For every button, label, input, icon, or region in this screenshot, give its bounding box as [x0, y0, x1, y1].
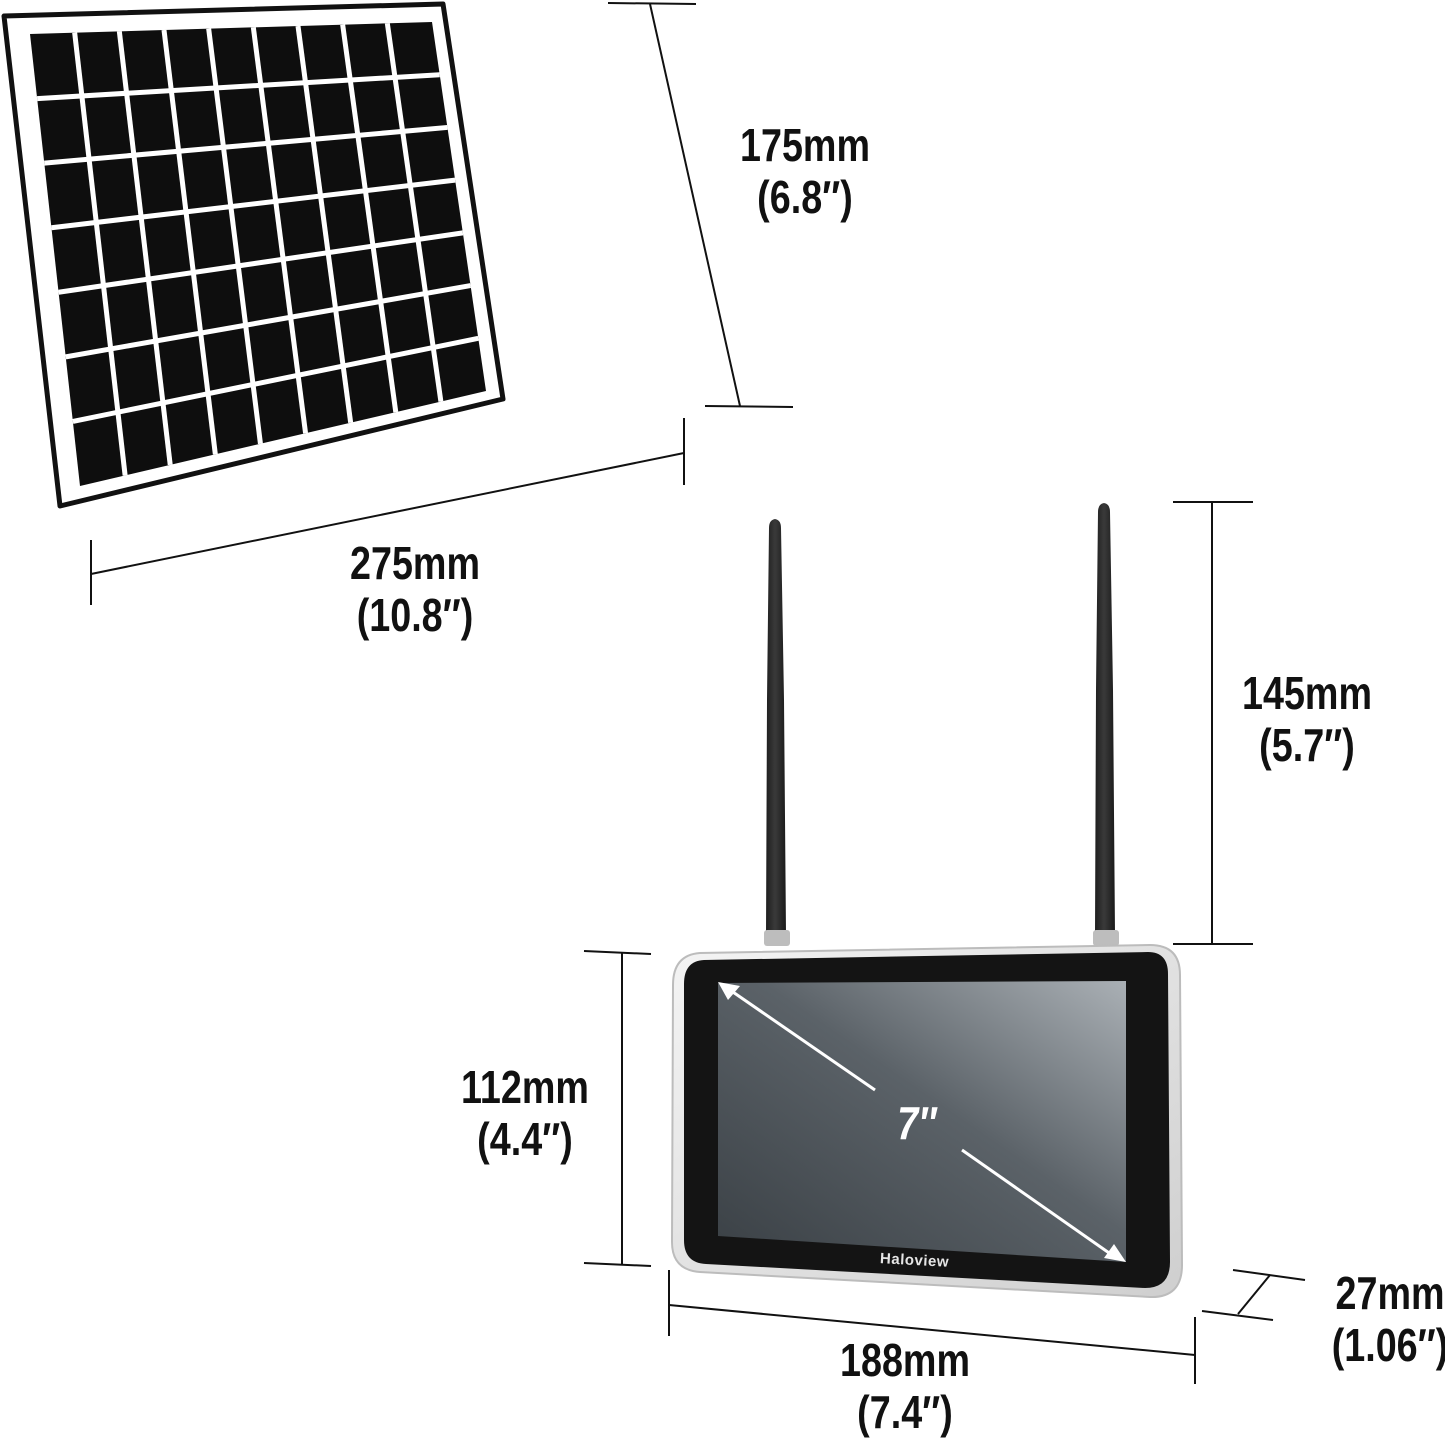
monitor-width-inch: (7.4″) [857, 1385, 953, 1438]
monitor-brand-logo: Haloview [879, 1250, 950, 1271]
monitor-width-dimension [668, 1270, 1196, 1384]
monitor-depth-label: 27mm (1.06″) [1316, 1267, 1445, 1371]
panel-height-inch: (6.8″) [757, 170, 853, 223]
screen-diagonal-arrow [718, 982, 1126, 1262]
panel-width-mm: 275mm [349, 537, 481, 589]
monitor-width-mm: 188mm [839, 1334, 971, 1386]
monitor-height-dimension [583, 950, 652, 1267]
panel-height-label: 175mm (6.8″) [731, 119, 879, 223]
panel-width-label: 275mm (10.8″) [337, 537, 493, 641]
panel-height-dimension [607, 2, 794, 408]
antenna-right [1093, 503, 1119, 946]
monitor-height-label: 112mm (4.4″) [459, 1061, 590, 1165]
monitor-device [670, 503, 1184, 1299]
monitor-height-mm: 112mm [461, 1061, 589, 1113]
monitor-width-label: 188mm (7.4″) [831, 1334, 979, 1438]
panel-height-mm: 175mm [739, 119, 871, 171]
solar-panel [1, 1, 506, 509]
screen-size-label: 7″ [897, 1097, 937, 1149]
antenna-height-label: 145mm (5.7″) [1237, 667, 1376, 771]
solar-panel-cell-area [30, 22, 486, 486]
solar-panel-grid-lines [36, 22, 479, 476]
antenna-height-inch: (5.7″) [1259, 718, 1355, 771]
antenna-left [764, 519, 790, 946]
antenna-height-dimension [1173, 501, 1253, 945]
monitor-height-inch: (4.4″) [477, 1112, 573, 1165]
panel-width-dimension [90, 418, 685, 605]
monitor-depth-inch: (1.06″) [1331, 1318, 1445, 1371]
monitor-depth-dimension [1201, 1269, 1306, 1321]
panel-width-inch: (10.8″) [356, 588, 474, 641]
monitor-depth-mm: 27mm [1335, 1267, 1445, 1319]
antenna-height-mm: 145mm [1241, 667, 1373, 719]
